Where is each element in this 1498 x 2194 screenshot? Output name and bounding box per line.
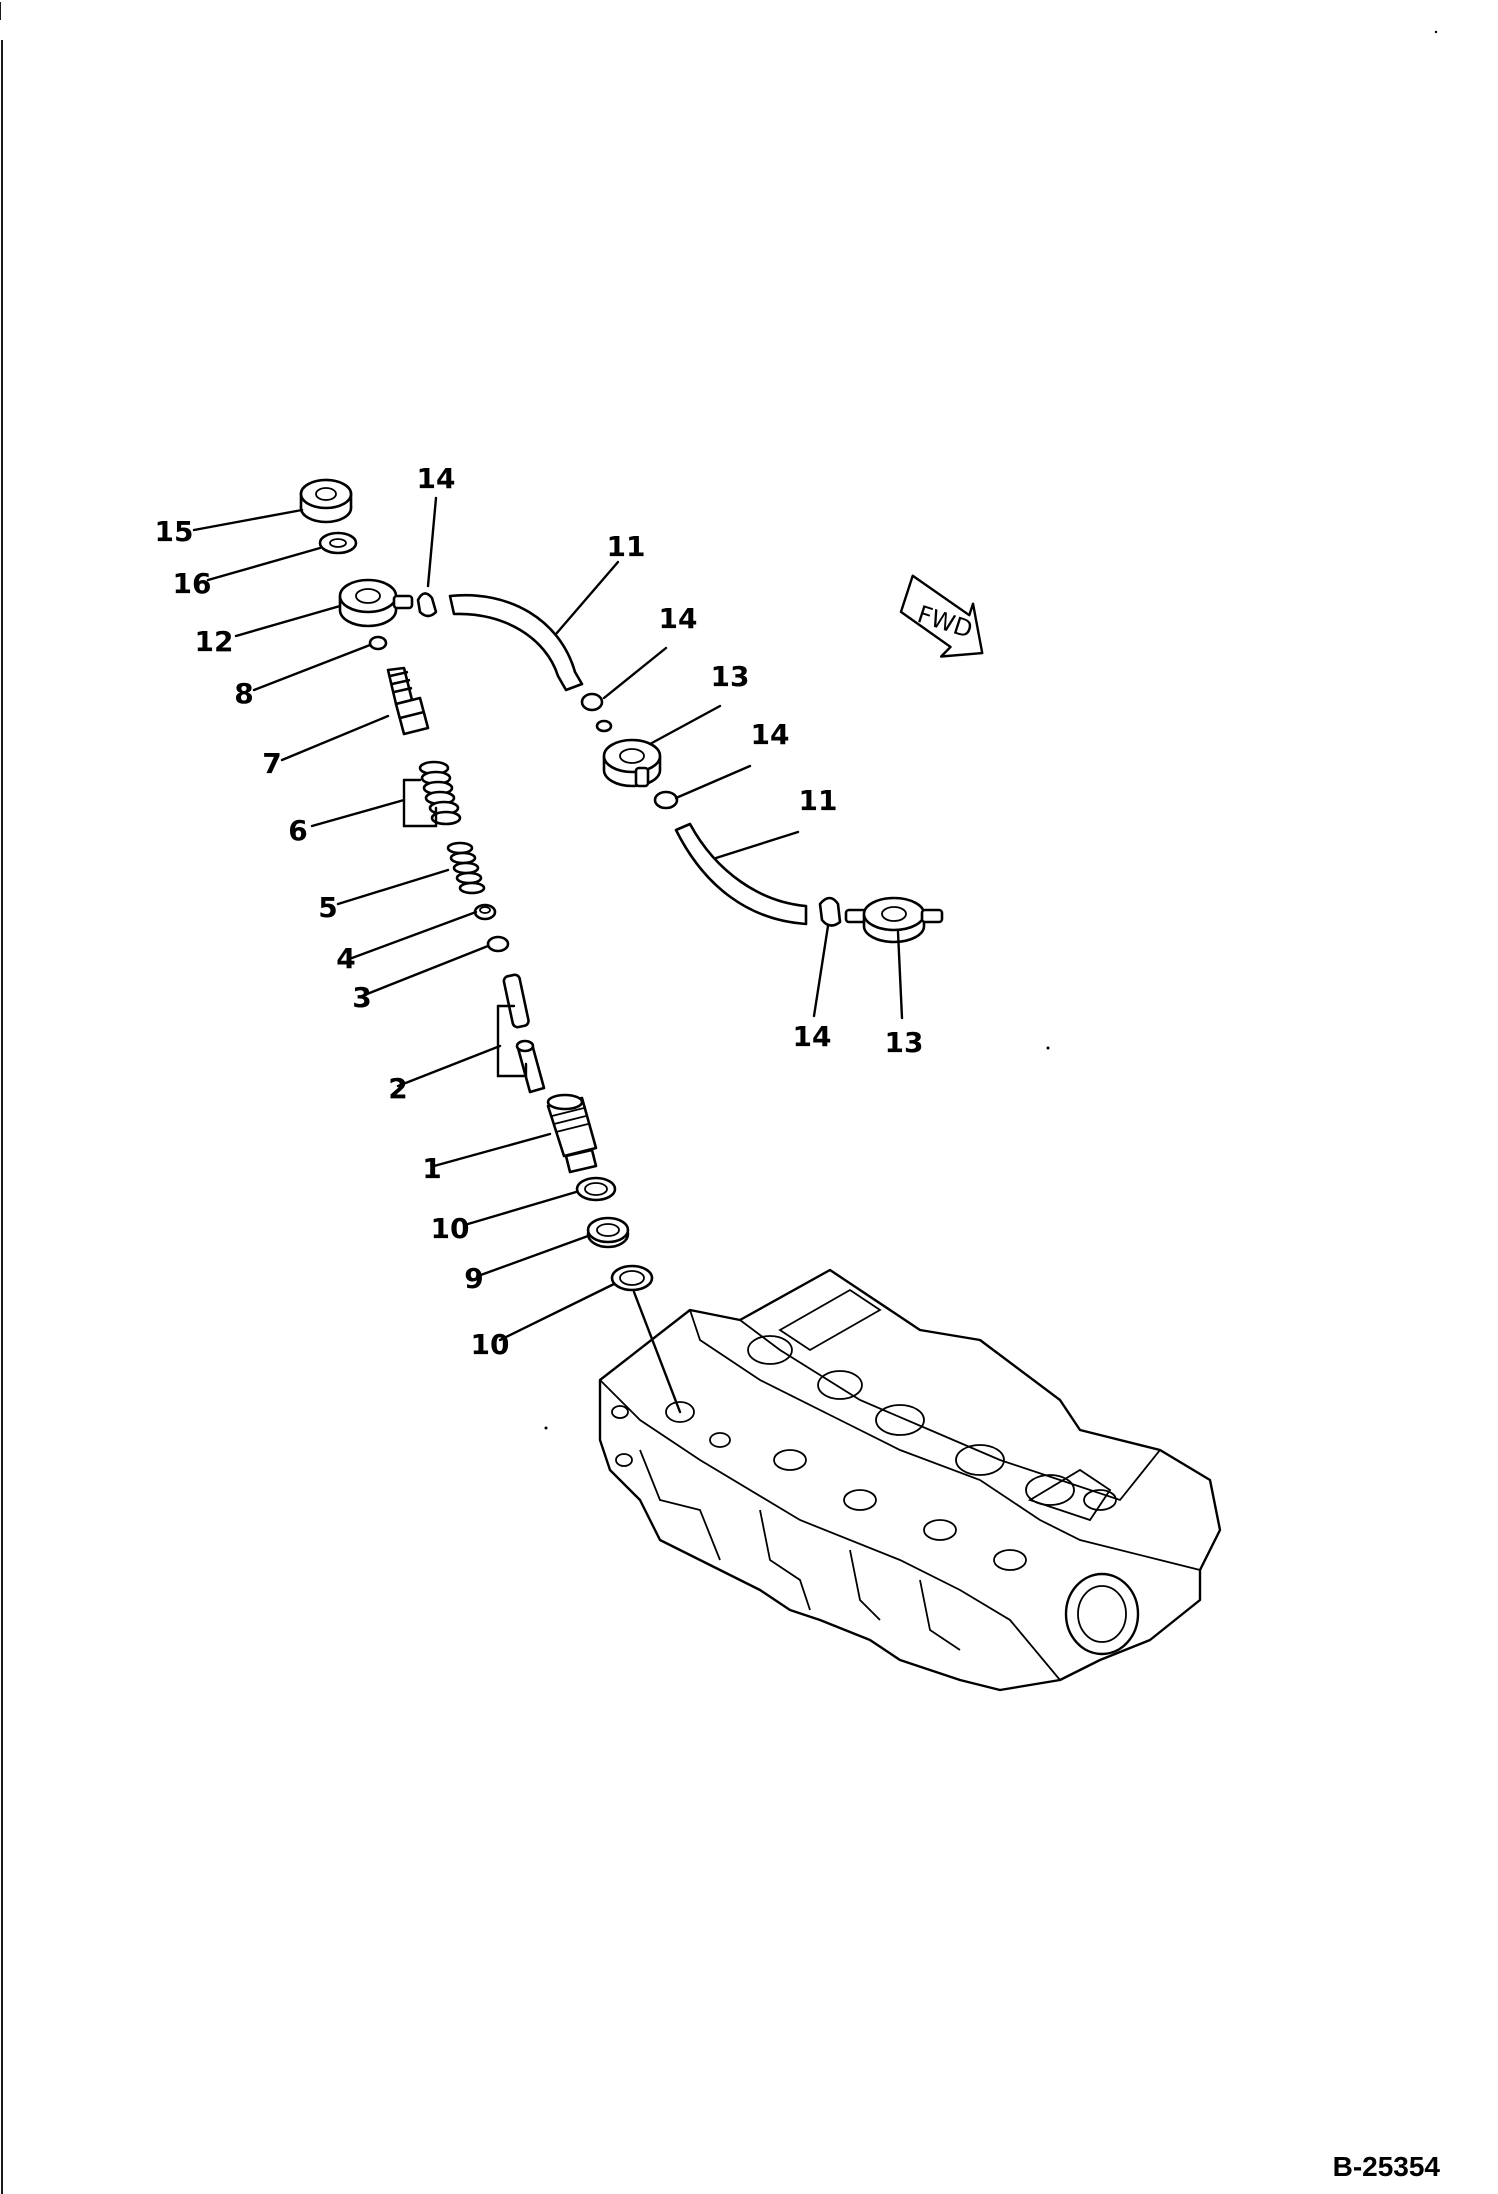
- callout-11-upper: 11: [607, 530, 646, 563]
- part-washer-small-b: [595, 719, 613, 733]
- fwd-direction-marker: FWD: [899, 574, 984, 658]
- part-7-nozzle-holder: [386, 666, 430, 736]
- scan-dot: [544, 1426, 548, 1430]
- part-14-clip-c: [653, 790, 679, 810]
- part-8-o-ring: [368, 635, 388, 651]
- part-13-banjo-lower: [844, 896, 944, 944]
- callout-14-mid: 14: [659, 602, 698, 635]
- callout-3: 3: [352, 981, 371, 1014]
- part-3-washer: [486, 935, 510, 953]
- part-12-banjo-fitting: [338, 578, 414, 628]
- part-14-clip-d: [818, 896, 842, 927]
- callout-13-lower: 13: [885, 1026, 924, 1059]
- callout-13-upper: 13: [711, 660, 750, 693]
- callout-8: 8: [234, 677, 253, 710]
- part-14-clip-b: [580, 692, 604, 712]
- callout-4: 4: [336, 942, 355, 975]
- cylinder-head: [598, 1268, 1222, 1692]
- part-11-hose-upper: [448, 593, 584, 692]
- callout-1: 1: [422, 1152, 441, 1185]
- scan-dot: [1046, 1046, 1050, 1050]
- callout-7: 7: [262, 747, 281, 780]
- part-9-heat-protector: [586, 1216, 630, 1249]
- figure-code: B-25354: [1333, 2151, 1441, 2182]
- callout-6: 6: [288, 814, 307, 847]
- callout-14-lower: 14: [751, 718, 790, 751]
- part-4-spring-seat: [473, 903, 497, 921]
- part-15-nut: [299, 478, 353, 524]
- callout-12: 12: [195, 625, 234, 658]
- callout-2: 2: [388, 1072, 407, 1105]
- part-10-gasket-lower: [610, 1264, 654, 1292]
- callout-16: 16: [173, 567, 212, 600]
- callout-14-top: 14: [417, 462, 456, 495]
- part-11-hose-lower: [674, 822, 808, 926]
- part-1-nozzle-body: [546, 1093, 598, 1174]
- callout-9: 9: [464, 1262, 483, 1295]
- callout-10-lower: 10: [471, 1328, 510, 1361]
- scan-dot: [1434, 30, 1438, 34]
- callout-10-upper: 10: [431, 1212, 470, 1245]
- callout-15: 15: [155, 515, 194, 548]
- part-16-washer: [318, 531, 358, 555]
- callout-14-bottom: 14: [793, 1020, 832, 1053]
- part-10-gasket-upper: [575, 1176, 617, 1202]
- part-6-adjusting-shim-set: [418, 760, 462, 826]
- part-2-nozzle-needle: [502, 973, 546, 1094]
- part-13-banjo-upper: [602, 738, 662, 788]
- callout-5: 5: [318, 891, 337, 924]
- part-14-clip-a: [416, 592, 438, 618]
- callout-11-lower: 11: [799, 784, 838, 817]
- leader-lines: [192, 496, 904, 1414]
- part-5-spring: [446, 841, 486, 895]
